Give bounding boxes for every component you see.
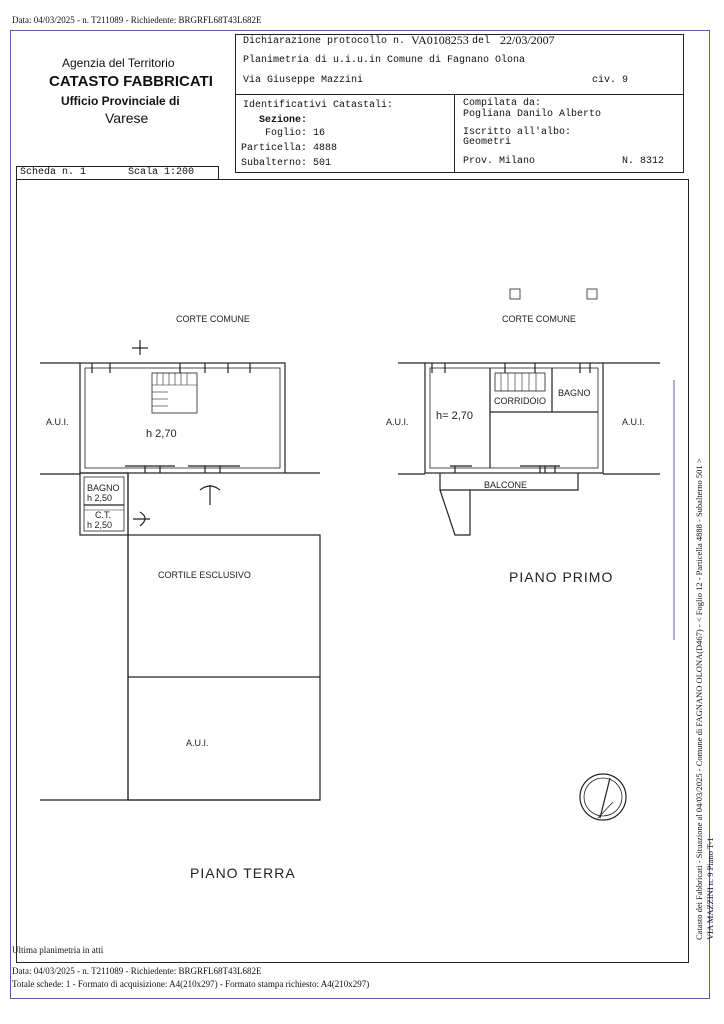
compiler-name: Pogliana Danilo Alberto [463, 109, 602, 120]
foglio: Foglio: 16 [265, 128, 326, 139]
ff-aui-left: A.U.I. [386, 417, 409, 427]
date-label: del [472, 36, 491, 47]
frame-bottom [10, 998, 710, 999]
sezione: Sezione: [259, 115, 308, 126]
gf-ct: C.T. [95, 510, 112, 520]
protocol-number: VA0108253 [411, 33, 469, 47]
gf-ct-height: h 2,50 [87, 520, 113, 530]
agency-province: Varese [105, 110, 149, 126]
compiler-province: Prov. Milano [463, 156, 536, 167]
gf-bagno: BAGNO [87, 483, 120, 493]
gf-aui-left: A.U.I. [46, 417, 69, 427]
side-address-text: VIA MAZZINI n. 9 Piano T-1 [705, 837, 715, 940]
ff-corridoio: CORRIDOIO [494, 396, 547, 406]
ff-balcone: BALCONE [484, 480, 528, 490]
ff-title: PIANO PRIMO [509, 569, 614, 585]
footer-ultima: Ultima planimetria in atti [12, 945, 104, 955]
ff-corte-comune: CORTE COMUNE [502, 314, 576, 324]
footer-totale: Totale schede: 1 - Formato di acquisizio… [12, 979, 370, 989]
identifiers-title: Identificativi Catastali: [243, 100, 394, 111]
drawing-frame [16, 179, 689, 963]
protocol-label: Dichiarazione protocollo n. [243, 36, 406, 47]
gf-aui-bottom: A.U.I. [186, 738, 209, 748]
sheet-scale: Scala 1:200 [128, 167, 195, 178]
ff-bagno: BAGNO [558, 388, 591, 398]
first-floor-plan [398, 288, 660, 821]
sheet-number: Scheda n. 1 [20, 167, 87, 178]
civic-number: civ. 9 [592, 75, 629, 86]
agency-catasto: CATASTO FABBRICATI [49, 73, 213, 90]
frame-top [10, 30, 710, 31]
agency-office: Ufficio Provinciale di [61, 94, 180, 108]
agency-name: Agenzia del Territorio [62, 56, 175, 70]
compiler-number: N. 8312 [622, 156, 665, 167]
gf-cortile-esclusivo: CORTILE ESCLUSIVO [158, 570, 251, 580]
ground-floor-plan [40, 340, 321, 801]
planimetry-line: Planimetria di u.i.u.in Comune di Fagnan… [243, 55, 526, 66]
frame-right [709, 30, 710, 998]
compiler-box [454, 94, 684, 173]
compiler-registered: Iscritto all'albo: [463, 127, 572, 138]
ff-room-height: h= 2,70 [436, 410, 474, 422]
particella: Particella: 4888 [241, 143, 338, 154]
gf-title: PIANO TERRA [190, 865, 296, 881]
header-request-line: Data: 04/03/2025 - n. T211089 - Richiede… [12, 15, 262, 25]
protocol-date: 22/03/2007 [500, 33, 555, 47]
gf-room-height: h 2,70 [146, 428, 177, 440]
frame-left [10, 30, 11, 998]
ff-aui-right: A.U.I. [622, 417, 645, 427]
side-situation-text: Catasto dei Fabbricati - Situazione al 0… [694, 458, 704, 940]
footer-data-line: Data: 04/03/2025 - n. T211089 - Richiede… [12, 966, 262, 976]
gf-bagno-height: h 2,50 [87, 493, 113, 503]
gf-corte-comune: CORTE COMUNE [176, 314, 250, 324]
compiler-profession: Geometri [463, 137, 512, 148]
subalterno: Subalterno: 501 [241, 158, 332, 169]
compiler-title: Compilata da: [463, 98, 542, 109]
street: Via Giuseppe Mazzini [243, 75, 364, 86]
